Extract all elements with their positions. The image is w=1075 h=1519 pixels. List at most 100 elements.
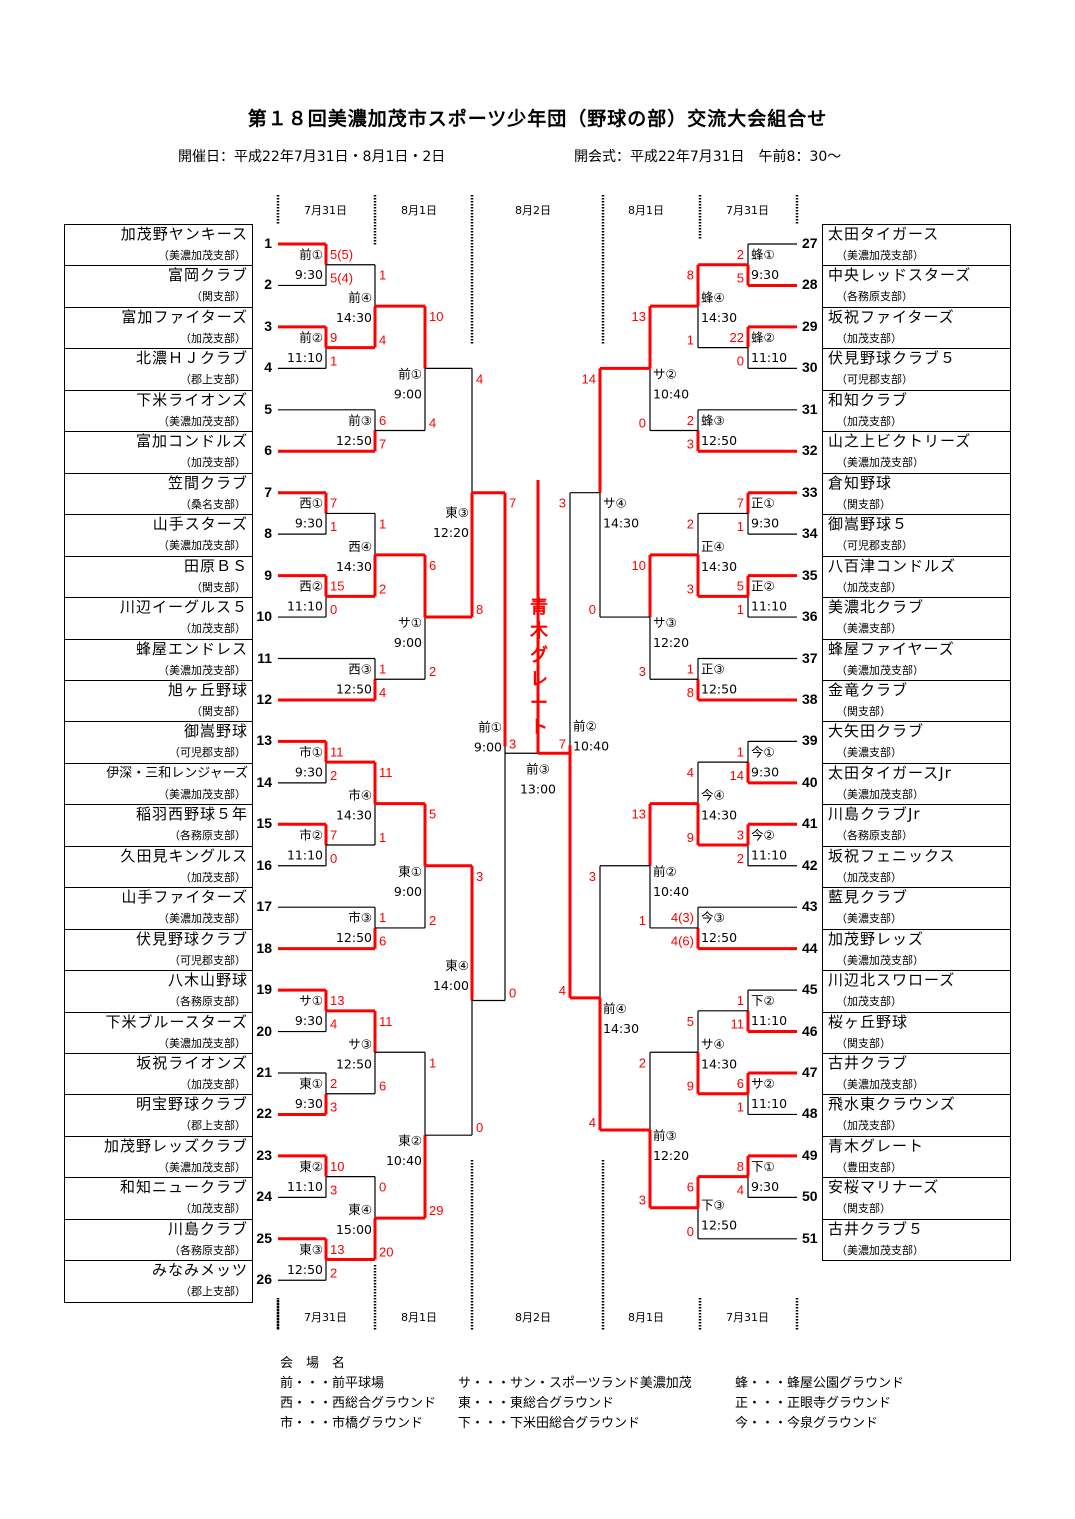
score-b: 2 (330, 768, 337, 783)
game-label: 東③ (299, 1242, 323, 1257)
team-name: 桜ヶ丘野球 (828, 1012, 909, 1031)
score-b: 14 (730, 768, 744, 783)
score-a: 10 (632, 558, 646, 573)
team-entry (64, 1053, 253, 1096)
score-a: 14 (582, 371, 596, 386)
team-branch: （加茂支部） (180, 870, 246, 884)
seed-number: 43 (802, 898, 818, 915)
score-a: 15 (330, 579, 344, 594)
score-b: 0 (476, 1120, 483, 1135)
seed-number: 19 (256, 981, 272, 998)
score-a: 10 (330, 1159, 344, 1174)
score-a: 2 (639, 1055, 646, 1070)
seed-number: 23 (256, 1146, 272, 1163)
score-a: 4 (476, 371, 483, 386)
seed-number: 30 (802, 359, 818, 376)
team-branch: （加茂支部） (180, 1078, 246, 1091)
score-b: 7 (379, 436, 386, 451)
score-b: 2 (429, 913, 436, 928)
score-b: 11 (731, 1017, 745, 1032)
team-entry (822, 928, 1011, 972)
score-b: 29 (429, 1203, 443, 1218)
team-branch: （郡上支部） (180, 1285, 246, 1299)
team-branch: （可児郡支部） (169, 953, 246, 967)
champion-label: 青木グレート (527, 596, 551, 740)
game-time: 11:10 (287, 847, 323, 862)
game-label: 蜂② (751, 330, 775, 345)
game-label: 前③ (653, 1128, 677, 1143)
seed-number: 46 (802, 1022, 818, 1039)
team-branch: （美濃加茂支部） (158, 539, 246, 553)
seed-number: 3 (264, 317, 272, 334)
game-time: 12:50 (701, 930, 737, 945)
score-b: 5 (737, 270, 744, 285)
score-a: 3 (476, 869, 483, 884)
seed-number: 51 (802, 1229, 818, 1246)
game-time: 10:40 (386, 1153, 422, 1168)
game-label: 西④ (348, 539, 372, 554)
seed-number: 7 (264, 483, 272, 500)
legend-item: 前・・・前平球場 (280, 1376, 385, 1391)
team-branch: （関支部） (191, 704, 246, 718)
score-a: 3 (559, 496, 566, 511)
game-label: 西③ (348, 662, 372, 677)
score-b: 9 (687, 1079, 694, 1094)
team-name: 明宝野球クラブ (135, 1095, 248, 1114)
score-b: 2 (737, 851, 744, 866)
team-entry (64, 928, 253, 972)
team-name: 倉知野球 (828, 473, 893, 492)
seed-number: 34 (802, 525, 818, 542)
game-label: 市③ (348, 910, 372, 925)
legend-item: 蜂・・・蜂屋公園グラウンド (735, 1376, 905, 1391)
game-label: サ③ (348, 1036, 372, 1051)
seed-number: 35 (802, 566, 818, 583)
seed-number: 8 (264, 525, 272, 542)
team-name: 藍見クラブ (828, 888, 909, 907)
date-column-label: 8月1日 (628, 204, 664, 217)
game-label: 前② (573, 718, 597, 733)
team-branch: （各務原支部） (169, 1243, 246, 1257)
score-a: 11 (379, 1014, 393, 1029)
team-name: 蜂屋ファイヤーズ (828, 639, 955, 658)
seed-number: 29 (802, 317, 818, 334)
game-time: 10:40 (573, 738, 609, 753)
score-a: 1 (379, 662, 386, 677)
team-name: 安桜マリナーズ (828, 1178, 940, 1197)
game-time: 9:30 (751, 764, 779, 779)
score-a: 11 (330, 744, 344, 759)
seed-number: 45 (802, 981, 818, 998)
team-entry (822, 1218, 1011, 1262)
score-b: 20 (379, 1245, 393, 1260)
seed-number: 18 (256, 939, 272, 956)
game-time: 14:30 (603, 516, 639, 531)
team-name: 八木山野球 (167, 971, 248, 990)
date-column-label: 7月31日 (726, 1311, 769, 1324)
score-b: 4 (737, 1182, 744, 1197)
seed-number: 9 (264, 566, 272, 583)
team-name: 下米ブルースターズ (105, 1012, 248, 1031)
score-a: 1 (379, 910, 386, 925)
team-name: 大矢田クラブ (828, 722, 925, 741)
legend-item: 下・・・下米田総合グラウンド (458, 1416, 641, 1431)
team-name: 八百津コンドルズ (828, 556, 957, 575)
game-time: 12:50 (336, 682, 372, 697)
team-branch: （各務原支部） (836, 829, 913, 843)
game-label: 今① (751, 744, 775, 759)
game-time: 14:00 (433, 978, 469, 993)
team-name: 田原ＢＳ (183, 556, 248, 575)
game-time: 12:50 (287, 1262, 323, 1277)
team-name: 加茂野レッズ (828, 929, 925, 948)
team-entry (822, 638, 1011, 681)
score-b: 4 (559, 983, 566, 998)
game-time: 9:30 (295, 764, 323, 779)
game-label: 前② (653, 864, 677, 879)
game-label: 正③ (701, 662, 725, 677)
score-b: 0 (509, 985, 516, 1000)
team-entry (64, 721, 253, 764)
team-name: 川島クラブ (167, 1219, 248, 1238)
seed-number: 1 (264, 235, 272, 251)
score-b: 5(4) (330, 270, 353, 285)
game-label: サ① (398, 615, 422, 630)
team-branch: （加茂支部） (180, 456, 246, 470)
